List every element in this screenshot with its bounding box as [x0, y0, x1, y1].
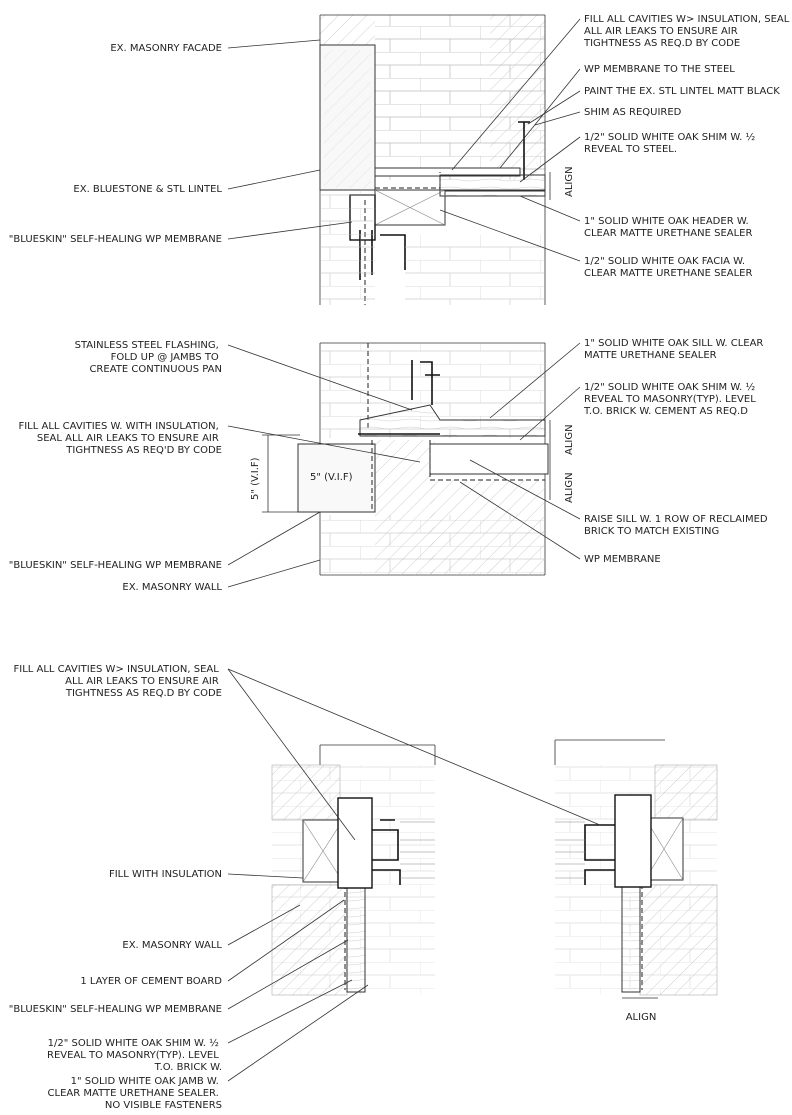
- note-blueskin-jamb: "BLUESKIN" SELF-HEALING WP MEMBRANE: [9, 1004, 222, 1015]
- note-oak-shim-jamb: 1/2" SOLID WHITE OAK SHIM W. ½ REVEAL TO…: [47, 1037, 222, 1073]
- note-shim-required: SHIM AS REQUIRED: [584, 107, 682, 118]
- note-fill-cavities-sill: FILL ALL CAVITIES W. WITH INSULATION, SE…: [18, 421, 222, 456]
- note-oak-facia: 1/2" SOLID WHITE OAK FACIA W. CLEAR MATT…: [584, 256, 752, 279]
- jamb-notes-left: FILL ALL CAVITIES W> INSULATION, SEAL AL…: [9, 664, 601, 1111]
- jamb-detail-right-drawing: ALIGN: [554, 739, 718, 1023]
- note-wp-membrane-steel: WP MEMBRANE TO THE STEEL: [584, 64, 735, 75]
- align-label-sill-1: ALIGN: [564, 424, 575, 455]
- reclaimed-brick: [429, 443, 549, 475]
- note-fill-cavities-jamb: FILL ALL CAVITIES W> INSULATION, SEAL AL…: [14, 664, 223, 699]
- header-notes-left: EX. MASONRY FACADE EX. BLUESTONE & STL L…: [9, 39, 353, 245]
- note-oak-jamb: 1" SOLID WHITE OAK JAMB W. CLEAR MATTE U…: [48, 1076, 222, 1111]
- note-raise-sill: RAISE SILL W. 1 ROW OF RECLAIMED BRICK T…: [584, 514, 771, 537]
- dim-5in-vertical: 5" (V.I.F): [250, 457, 261, 500]
- note-oak-shim-masonry: 1/2" SOLID WHITE OAK SHIM W. ½ REVEAL TO…: [583, 381, 759, 417]
- align-label-jamb: ALIGN: [626, 1012, 657, 1023]
- note-paint-lintel: PAINT THE EX. STL LINTEL MATT BLACK: [584, 86, 780, 97]
- jamb-detail-left-drawing: [271, 744, 436, 996]
- note-bluestone-lintel: EX. BLUESTONE & STL LINTEL: [73, 184, 222, 195]
- jamb-left-oak-jamb: [346, 881, 366, 993]
- oak-sill: [359, 404, 546, 437]
- header-hatch-right: [490, 15, 545, 180]
- align-label-header: ALIGN: [564, 166, 575, 197]
- note-ex-masonry-facade: EX. MASONRY FACADE: [110, 43, 222, 54]
- note-masonry-wall-sill: EX. MASONRY WALL: [122, 582, 222, 593]
- note-fill-cavities-header: FILL ALL CAVITIES W> INSULATION, SEAL AL…: [583, 14, 792, 49]
- header-notes-right: FILL ALL CAVITIES W> INSULATION, SEAL AL…: [439, 14, 792, 279]
- jamb-left-window-frame: [337, 797, 373, 889]
- note-blueskin-sill: "BLUESKIN" SELF-HEALING WP MEMBRANE: [9, 560, 222, 571]
- note-wp-membrane-sill: WP MEMBRANE: [584, 554, 661, 565]
- note-oak-sill: 1" SOLID WHITE OAK SILL W. CLEAR MATTE U…: [584, 338, 767, 361]
- note-ss-flashing: STAINLESS STEEL FLASHING, FOLD UP @ JAMB…: [75, 340, 222, 375]
- dim-5in-inside: 5" (V.I.F): [310, 472, 353, 483]
- note-masonry-wall-jamb: EX. MASONRY WALL: [122, 940, 222, 951]
- existing-brick: [297, 443, 376, 513]
- note-oak-header: 1" SOLID WHITE OAK HEADER W. CLEAR MATTE…: [584, 216, 752, 239]
- note-fill-insulation: FILL WITH INSULATION: [109, 869, 222, 880]
- sill-notes-right: 1" SOLID WHITE OAK SILL W. CLEAR MATTE U…: [459, 338, 771, 565]
- sill-detail-drawing: 5" (V.I.F) 5" (V.I.F): [250, 342, 549, 576]
- note-oak-shim-steel: 1/2" SOLID WHITE OAK SHIM W. ½ REVEAL TO…: [584, 131, 758, 155]
- note-blueskin-header: "BLUESKIN" SELF-HEALING WP MEMBRANE: [9, 234, 222, 245]
- note-cement-board: 1 LAYER OF CEMENT BOARD: [80, 976, 222, 987]
- jamb-right-window-frame: [614, 794, 652, 888]
- sill-notes-left: STAINLESS STEEL FLASHING, FOLD UP @ JAMB…: [9, 340, 421, 593]
- jamb-right-oak-jamb: [621, 881, 641, 993]
- header-detail-drawing: [319, 14, 546, 305]
- align-label-sill-2: ALIGN: [564, 472, 575, 503]
- oak-facia: [439, 189, 546, 197]
- oak-shim-header: [439, 174, 546, 192]
